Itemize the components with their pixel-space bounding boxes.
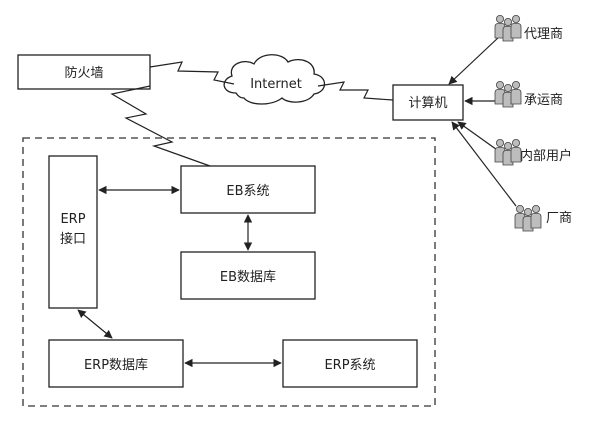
- erp-system-label: ERP系统: [324, 358, 375, 373]
- user-group-icon: [494, 14, 522, 42]
- user-group-carrier: 承运商: [494, 81, 563, 108]
- eb-database-label: EB数据库: [220, 269, 276, 285]
- user-group-agent: 代理商: [494, 14, 563, 42]
- eb-database-node: EB数据库: [180, 251, 316, 300]
- computer-node: 计算机: [392, 84, 464, 121]
- user-label-agent: 代理商: [524, 27, 563, 42]
- user-group-icon: [494, 81, 522, 108]
- user-label-carrier: 承运商: [524, 93, 563, 108]
- erp-interface-node: ERP 接口: [48, 155, 98, 309]
- erp-interface-label-line2: 接口: [60, 231, 86, 247]
- lightning-firewall-internet: [149, 61, 235, 85]
- erp-system-node: ERP系统: [282, 339, 418, 388]
- user-label-internal: 内部用户: [520, 148, 572, 164]
- user-group-icon: [514, 204, 542, 232]
- user-group-icon: [494, 138, 522, 166]
- arrow-erp-interface-erp-database: [77, 309, 113, 339]
- user-group-manufacturer: 厂商: [514, 204, 572, 232]
- arrow-internal-user-computer: [457, 121, 501, 153]
- firewall-label: 防火墙: [64, 65, 103, 81]
- internet-cloud: Internet: [223, 54, 326, 105]
- internet-label: Internet: [250, 77, 302, 92]
- erp-database-label: ERP数据库: [84, 357, 148, 373]
- arrow-agent-computer: [448, 35, 501, 85]
- internal-network-boundary: [22, 137, 436, 407]
- eb-system-label: EB系统: [226, 184, 269, 199]
- computer-label: 计算机: [408, 96, 447, 111]
- user-label-manufacturer: 厂商: [546, 211, 572, 226]
- eb-system-node: EB系统: [180, 165, 316, 214]
- firewall-node: 防火墙: [17, 54, 151, 90]
- user-group-internal: 内部用户: [494, 138, 572, 166]
- erp-database-node: ERP数据库: [48, 339, 184, 388]
- arrow-manufacturer-computer: [451, 121, 517, 207]
- lightning-internet-computer: [317, 81, 394, 101]
- erp-interface-label-line1: ERP: [60, 212, 85, 227]
- lightning-firewall-eb-system: [110, 85, 211, 167]
